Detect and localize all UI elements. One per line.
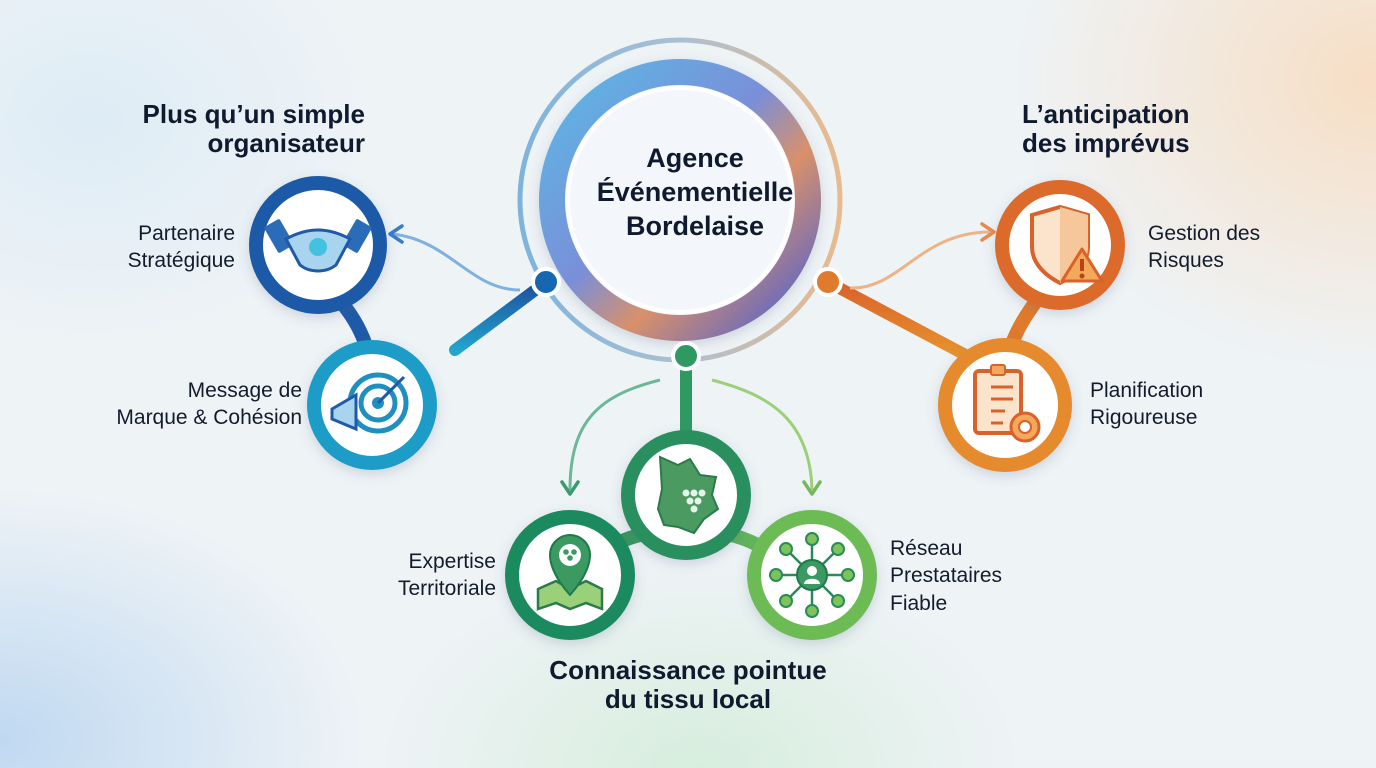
label-line: Fiable: [890, 591, 948, 615]
label-reseau-prestataires: Réseau Prestataires Fiable: [890, 535, 1070, 617]
title-line: des imprévus: [1022, 128, 1190, 159]
gironde-map-grapes-icon: [656, 455, 720, 535]
label-line: Planification: [1090, 379, 1204, 402]
label-expertise-territoriale: Expertise Territoriale: [330, 548, 496, 603]
network-people-icon: [769, 532, 855, 618]
shield-warning-icon: [1030, 204, 1104, 286]
title-line: du tissu local: [604, 684, 772, 715]
hub-line-2: Événementielle: [596, 176, 794, 207]
label-line: Gestion des: [1148, 222, 1261, 245]
handshake-icon: [264, 219, 372, 273]
title-line: L’anticipation: [1022, 99, 1190, 129]
left-branch-title: Plus qu’un simple organisateur: [60, 99, 366, 159]
title-line: organisateur: [207, 128, 366, 159]
label-message-marque: Message de Marque & Cohésion: [40, 377, 302, 432]
label-line: Rigoureuse: [1090, 406, 1198, 430]
right-branch-title: L’anticipation des imprévus: [1022, 99, 1282, 159]
label-gestion-risques: Gestion des Risques: [1148, 220, 1348, 275]
label-line: Stratégique: [127, 249, 235, 273]
map-pin-grapes-icon: [536, 533, 604, 611]
label-line: Partenaire: [138, 222, 235, 245]
hub-line-1: Agence: [646, 143, 744, 173]
hub-line-3: Bordelaise: [625, 210, 765, 241]
hub-title: Agence Événementielle Bordelaise: [585, 142, 805, 243]
label-line: Expertise: [408, 550, 496, 573]
title-line: Plus qu’un simple: [142, 99, 365, 129]
bottom-branch-title: Connaissance pointue du tissu local: [488, 655, 888, 715]
clipboard-gear-icon: [973, 364, 1041, 443]
megaphone-target-icon: [330, 372, 409, 434]
label-line: Risques: [1148, 249, 1224, 273]
label-line: Message de: [187, 379, 302, 402]
label-line: Marque & Cohésion: [116, 406, 302, 430]
label-line: Prestataires: [890, 564, 1003, 588]
title-line: Connaissance pointue: [549, 655, 827, 685]
label-partenaire-strategique: Partenaire Stratégique: [60, 220, 235, 275]
label-line: Territoriale: [397, 577, 496, 601]
label-planification: Planification Rigoureuse: [1090, 377, 1290, 432]
label-line: Réseau: [890, 537, 963, 560]
